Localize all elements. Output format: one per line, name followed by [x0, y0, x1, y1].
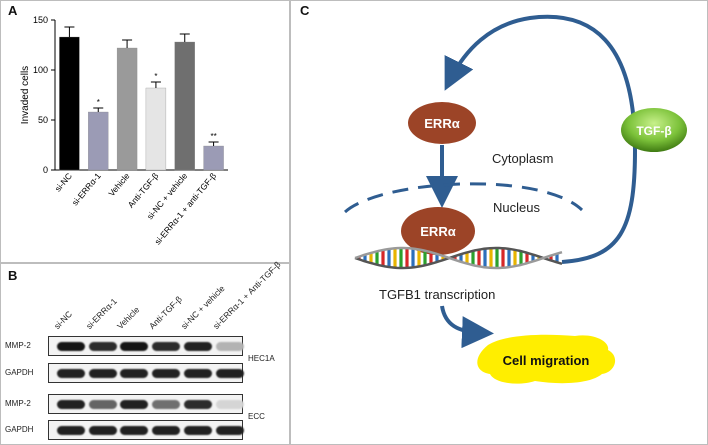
migration-arrow [440, 305, 494, 349]
blot-band [120, 400, 148, 409]
bar [116, 47, 138, 171]
tgf-beta-oval [621, 108, 687, 152]
panel-a-frame [0, 0, 290, 263]
tgf-beta-label: TGF-β [636, 124, 671, 138]
blot-band [152, 369, 180, 378]
cell-migration-cloud [477, 334, 616, 384]
blot-band [216, 426, 244, 435]
blot-band [184, 342, 212, 351]
y-tick-label: 50 [38, 115, 48, 125]
feedback-arrow [444, 14, 638, 264]
bar [145, 87, 167, 171]
blot-strip [48, 336, 244, 356]
bar [88, 111, 109, 171]
cytoplasm-label: Cytoplasm [492, 151, 553, 166]
blot-band [57, 342, 85, 351]
panel-a-label: A [8, 3, 18, 18]
y-tick-label: 150 [33, 15, 48, 25]
transcription-label: TGFB1 transcription [379, 287, 495, 302]
lane-label: si-ERRα-1 [83, 296, 119, 331]
y-tick-label: 0 [43, 165, 48, 175]
blot-band [89, 426, 117, 435]
lane-label: si-NC [51, 308, 75, 331]
blot-band [184, 426, 212, 435]
bar [203, 145, 224, 171]
errα-bottom-oval [401, 207, 475, 255]
panel-c-label: C [300, 3, 310, 18]
dna-helix-icon [354, 246, 563, 270]
blot-band [184, 400, 212, 409]
nucleus-label: Nucleus [493, 200, 540, 215]
blot-band [57, 369, 85, 378]
significance-marker: * [97, 98, 100, 107]
blot-row-label: GAPDH [5, 425, 34, 434]
errα-top-oval [408, 102, 476, 144]
blot-band [89, 400, 117, 409]
blot-row-label: MMP-2 [5, 341, 31, 350]
cell-line-label: ECC [248, 412, 265, 421]
lane-label: Anti-TGF-β [146, 294, 184, 331]
bar [59, 36, 80, 171]
blot-band [184, 369, 212, 378]
cell-line-label: HEC1A [248, 354, 275, 363]
blot-band [89, 369, 117, 378]
errα-bottom-label: ERRα [420, 224, 455, 239]
errα-top-label: ERRα [424, 116, 459, 131]
blot-strip [48, 363, 244, 383]
blot-band [216, 369, 244, 378]
blot-band [120, 342, 148, 351]
bar [174, 41, 195, 171]
blot-band [57, 426, 85, 435]
blot-band [152, 426, 180, 435]
cell-migration-label: Cell migration [503, 353, 590, 368]
blot-band [120, 369, 148, 378]
blot-band [216, 342, 244, 351]
blot-band [120, 426, 148, 435]
blot-row-label: GAPDH [5, 368, 34, 377]
pathway-diagram: ERRα Cytoplasm Nucleus ERRα TGF-β TGFB1 … [343, 14, 687, 384]
lane-label: Vehicle [114, 304, 142, 331]
blot-row-label: MMP-2 [5, 399, 31, 408]
y-axis-label: Invaded cells [20, 66, 31, 124]
y-tick-label: 100 [33, 65, 48, 75]
blot-band [89, 342, 117, 351]
dna-strand [354, 246, 563, 270]
blot-strip [48, 420, 244, 440]
nuclear-membrane [343, 182, 584, 214]
blot-strip [48, 394, 244, 414]
significance-marker: ** [210, 132, 216, 141]
significance-marker: * [154, 72, 157, 81]
x-tick-label: si-ERRα-1 [70, 171, 103, 208]
x-tick-label: Vehicle [106, 171, 131, 199]
blot-band [152, 400, 180, 409]
dna-strand [354, 246, 563, 270]
blot-band [152, 342, 180, 351]
blot-band [216, 400, 244, 409]
blot-band [57, 400, 85, 409]
x-tick-label: si-NC [53, 171, 74, 194]
panel-b-label: B [8, 268, 18, 283]
